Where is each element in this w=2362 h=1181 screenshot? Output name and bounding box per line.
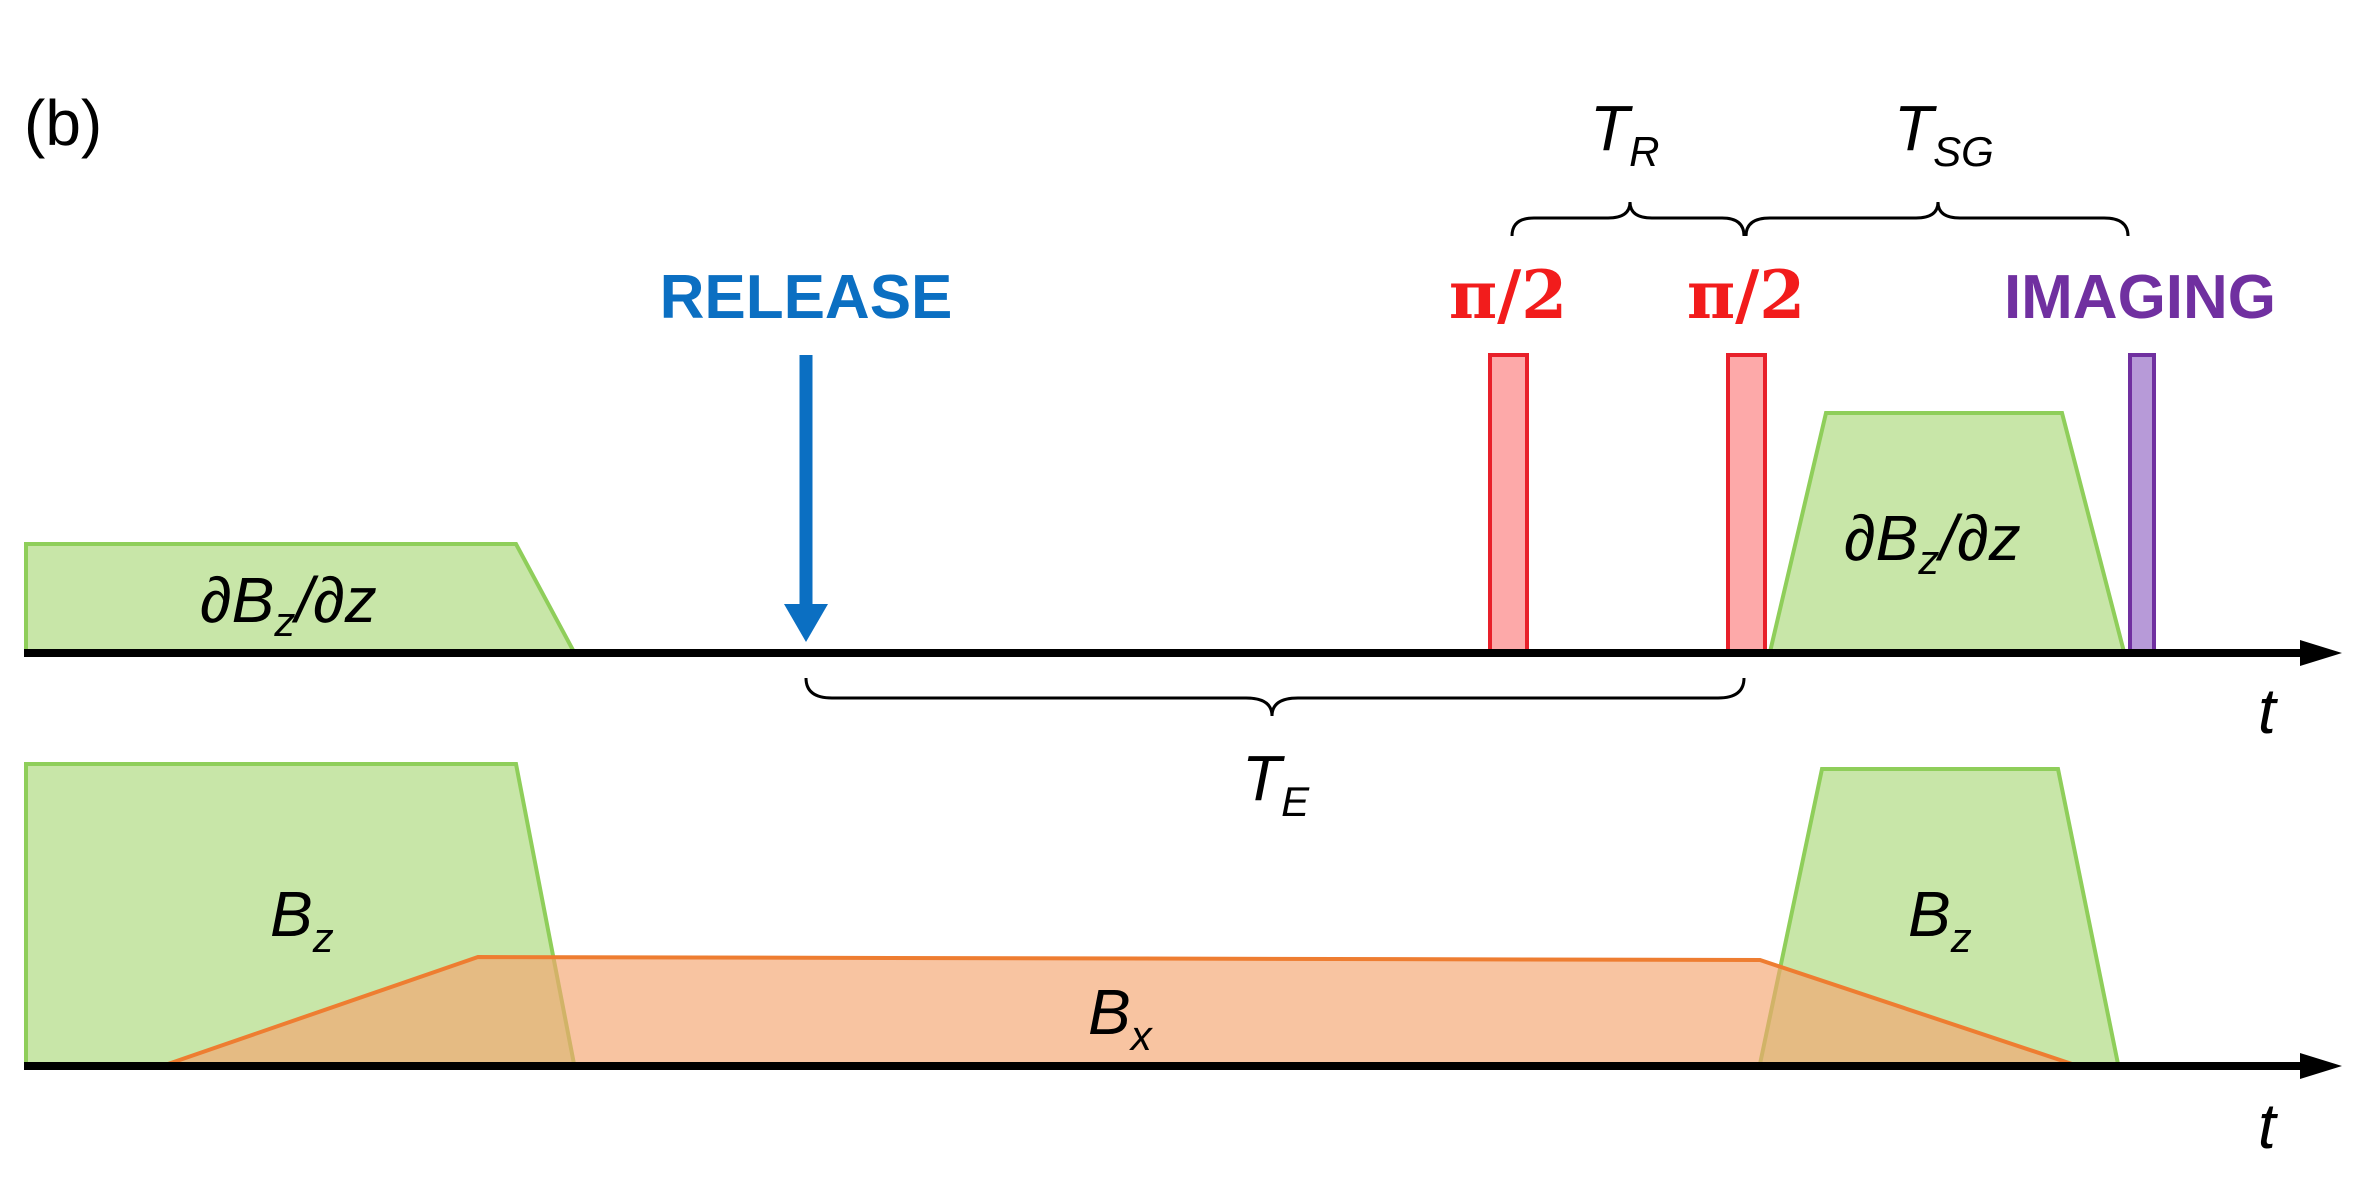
tr-brace — [1510, 201, 1746, 237]
panel-label: (b) — [24, 87, 102, 159]
bz-label-left: Bz — [270, 878, 334, 961]
tr-label: TR — [1590, 92, 1659, 175]
top-time-axis-arrowhead — [2300, 640, 2342, 666]
bx-label: Bx — [1088, 976, 1154, 1059]
bz-label-right: Bz — [1908, 878, 1972, 961]
release-label: RELEASE — [660, 263, 953, 332]
te-brace — [804, 677, 1746, 717]
gradient-label-right: ∂Bz/∂z — [1844, 502, 2021, 583]
imaging-label: IMAGING — [2004, 263, 2276, 332]
pi-half-label-2: π/2 — [1687, 256, 1805, 334]
pi-half-pulse-1 — [1488, 353, 1529, 654]
tsg-label: TSG — [1894, 92, 1994, 175]
bottom-time-axis-label: t — [2258, 1090, 2278, 1162]
tsg-brace — [1744, 201, 2130, 237]
gradient-label-left: ∂Bz/∂z — [200, 564, 377, 645]
bottom-time-axis-arrowhead — [2300, 1053, 2342, 1079]
imaging-pulse — [2128, 353, 2156, 654]
top-time-axis-label: t — [2258, 675, 2278, 747]
pi-half-label-1: π/2 — [1449, 256, 1567, 334]
release-arrow-head — [784, 604, 828, 642]
te-label: TE — [1242, 742, 1310, 825]
pi-half-pulse-2 — [1726, 353, 1767, 654]
